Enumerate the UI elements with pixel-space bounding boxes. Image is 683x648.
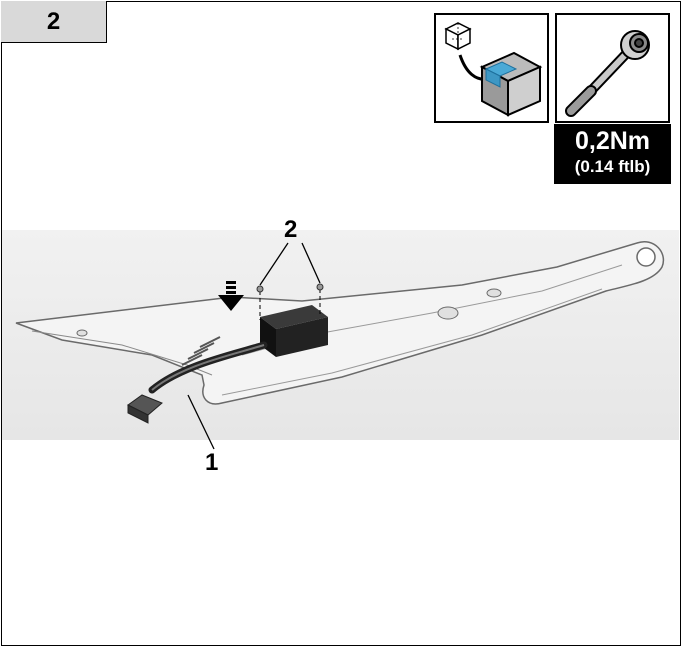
torque-value: 0,2Nm (574, 127, 651, 155)
callout-part-2: 2 (284, 216, 298, 243)
part-illustration (2, 205, 679, 475)
callout-part-1: 1 (205, 449, 219, 476)
threadlocker-icon (434, 13, 549, 123)
step-number: 2 (1, 1, 107, 43)
torque-spec: 0,2Nm (0.14 ftlb) (554, 124, 671, 184)
torque-imperial: (0.14 ftlb) (574, 157, 651, 176)
torque-wrench-icon (555, 13, 670, 123)
